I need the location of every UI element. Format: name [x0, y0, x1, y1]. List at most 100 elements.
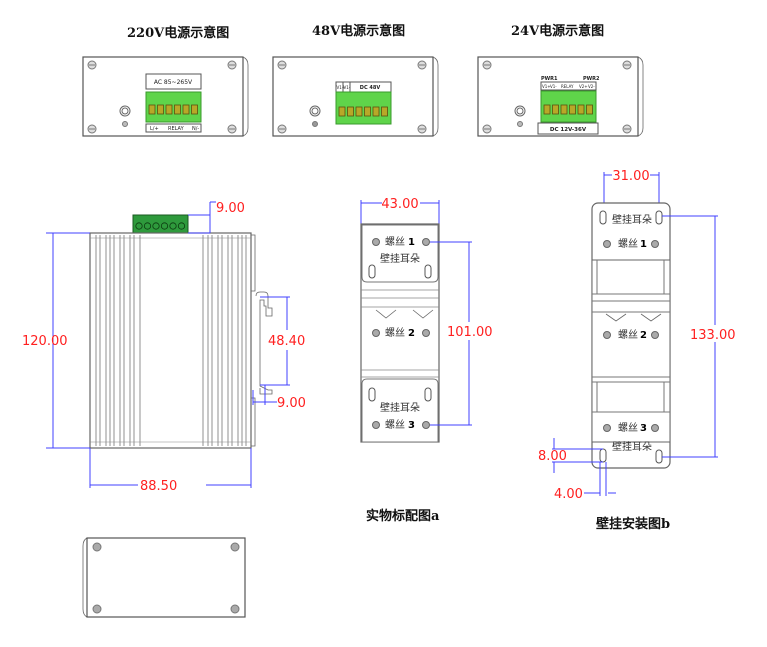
- heatsink-fins-right: [202, 235, 247, 446]
- screw-icon: [651, 424, 659, 432]
- screw-icon: [92, 542, 102, 552]
- screw-icon: [422, 421, 430, 429]
- screw-icon: [230, 604, 240, 614]
- terminal-label-relay: RELAY: [561, 84, 574, 89]
- ear-slot: [368, 264, 376, 279]
- connector-pin: [177, 222, 186, 230]
- terminal-label-v1minus: V1-: [344, 85, 351, 90]
- screw-icon: [417, 60, 427, 70]
- ac-label: AC 85~265V: [154, 79, 193, 86]
- screw-icon: [277, 60, 287, 70]
- ear-slot: [655, 449, 663, 464]
- connector-pin: [152, 222, 160, 230]
- screw-icon: [482, 60, 492, 70]
- connector-pin: [135, 222, 143, 230]
- figure-b-drawing: 31.00 壁挂耳朵 螺丝 1 螺丝 2 螺丝 3 壁挂耳朵 133.00: [538, 169, 736, 500]
- dim-hole-spacing: 31.00: [612, 169, 649, 184]
- wall-ear-top: [361, 224, 439, 283]
- terminal-pin: [577, 104, 585, 115]
- ear-slot: [424, 264, 432, 279]
- dim-width-a-lines: [360, 200, 440, 224]
- panel-220v-edge: [242, 56, 249, 137]
- dim-connector-offset-lines: [188, 201, 216, 234]
- terminal-label-v2plus: V2+: [579, 84, 588, 89]
- screw-num-2: 2: [640, 330, 647, 341]
- screw-num-2: 2: [408, 328, 415, 339]
- ground-screw-icon: [514, 105, 526, 127]
- screw-icon: [417, 124, 427, 134]
- screw-icon: [651, 331, 659, 339]
- terminal-label-relay: RELAY: [168, 126, 185, 132]
- screw-num-3: 3: [640, 423, 647, 434]
- terminal-pin: [157, 104, 164, 115]
- terminal-pin: [338, 106, 346, 117]
- dim-slot-width: 4.00: [554, 487, 583, 500]
- screw-icon: [372, 329, 380, 337]
- heatsink-fins-left: [95, 235, 141, 446]
- ear-slot: [599, 210, 607, 225]
- rail-clip-top: [251, 234, 256, 292]
- screw-label-3: 螺丝: [385, 419, 405, 431]
- screw-label-1: 螺丝: [385, 236, 405, 248]
- dc-label-box: [537, 122, 599, 135]
- screw-label-1: 螺丝: [618, 238, 638, 250]
- screw-icon: [603, 240, 611, 248]
- screw-label-2: 螺丝: [618, 329, 638, 341]
- screw-num-3: 3: [408, 420, 415, 431]
- screw-icon: [372, 238, 380, 246]
- device-body: [591, 259, 671, 443]
- screw-icon: [603, 424, 611, 432]
- panel-24v: PWR1 PWR2 V1+ V1- RELAY V2+ V2- DC 12V-3…: [477, 56, 644, 137]
- ear-slot: [599, 448, 607, 463]
- terminal-pin: [381, 106, 388, 117]
- screw-icon: [372, 421, 380, 429]
- screw-icon: [230, 542, 240, 552]
- screw-icon: [92, 604, 102, 614]
- ear-label-top: 壁挂耳朵: [612, 213, 652, 226]
- title-220v: 220V电源示意图: [127, 26, 230, 41]
- screw-2: 螺丝 2: [603, 329, 659, 341]
- panel-220v: AC 85~265V L/+ RELAY N/-: [82, 56, 249, 137]
- screw-1: 螺丝 1: [372, 236, 430, 248]
- screw-icon: [422, 329, 430, 337]
- terminal-pin: [372, 106, 380, 117]
- screw-icon: [622, 60, 632, 70]
- wall-ear-bottom: [361, 378, 439, 443]
- terminal-pin: [543, 104, 551, 115]
- housing-body: [89, 232, 252, 449]
- dim-hole-vertical-lines: [662, 215, 718, 458]
- ear-slot: [424, 387, 432, 402]
- dim-screw-a: 101.00: [447, 325, 493, 340]
- dim-width: 88.50: [140, 479, 177, 494]
- rail-notches: [605, 313, 662, 322]
- rail-clip-bottom: [251, 397, 256, 447]
- terminal-pin: [355, 106, 363, 117]
- din-rail-clip: [255, 291, 273, 395]
- connector-pin: [143, 222, 152, 230]
- screw-3: 螺丝 3: [603, 422, 659, 434]
- terminal-pin: [182, 104, 190, 115]
- terminal-pin: [191, 104, 198, 115]
- terminal-label-l: L/+: [150, 126, 159, 132]
- ear-label-bottom: 壁挂耳朵: [612, 440, 652, 453]
- terminal-pin: [560, 104, 568, 115]
- screw-icon: [422, 238, 430, 246]
- rail-notches: [375, 309, 434, 319]
- panel-48v-edge: [432, 56, 439, 137]
- screw-icon: [651, 240, 659, 248]
- pwr2-label: PWR2: [583, 76, 600, 82]
- screw-icon: [603, 331, 611, 339]
- pwr1-label: PWR1: [541, 76, 558, 82]
- ear-slot: [368, 387, 376, 402]
- dim-width-a: 43.00: [381, 197, 418, 212]
- side-view-drawing: 9.00 120.00 88.50 48.40 9.00: [22, 201, 306, 494]
- screw-icon: [482, 124, 492, 134]
- panel-48v: V1+ V1- DC 48V: [272, 56, 439, 137]
- screw-icon: [87, 124, 97, 134]
- rear-panel: [82, 537, 246, 618]
- screw-icon: [277, 124, 287, 134]
- terminal-pin: [364, 106, 371, 117]
- caption-figure-b: 壁挂安装图b: [596, 517, 671, 532]
- ac-label-box: [145, 73, 202, 90]
- ear-label-top: 壁挂耳朵: [380, 252, 420, 265]
